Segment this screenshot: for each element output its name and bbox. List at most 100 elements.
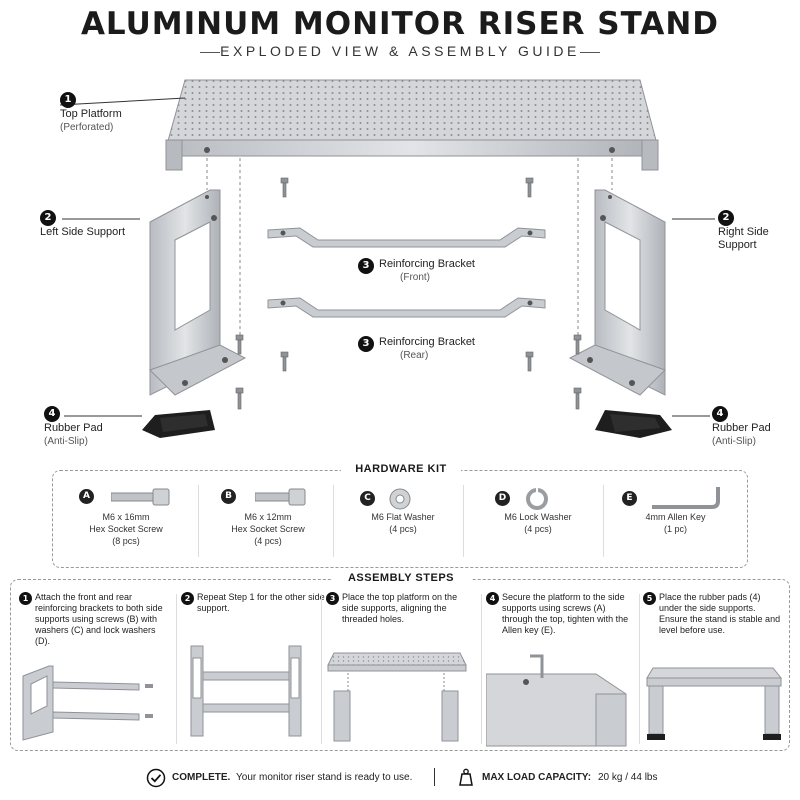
kit-divider: [463, 485, 464, 557]
callout-number: 1: [60, 92, 76, 108]
step-number: 2: [181, 592, 194, 605]
callout-number: 2: [718, 210, 734, 226]
kit-item-qty: (1 pc): [663, 524, 687, 534]
callout-sub: (Front): [400, 272, 430, 283]
step-text: Attach the front and rear reinforcing br…: [35, 592, 163, 646]
complete-label: COMPLETE.: [172, 772, 231, 783]
kit-item-name: M6 x 12mm: [244, 512, 292, 522]
step-5: 5 Place the rubber pads (4) under the si…: [643, 592, 785, 748]
weight-icon: [459, 768, 473, 786]
screw-icons: [235, 177, 582, 410]
callout-number: 3: [358, 336, 374, 352]
page-subtitle: EXPLODED VIEW & ASSEMBLY GUIDE: [220, 43, 580, 59]
callout-bracket-rear: 3 Reinforcing Bracket (Rear): [358, 336, 478, 362]
kit-letter: C: [360, 491, 375, 506]
step-divider: [176, 594, 177, 744]
callout-sub: (Rear): [400, 350, 429, 361]
kit-item-name: M6 Flat Washer: [371, 512, 435, 522]
divider-line: [580, 52, 600, 53]
kit-divider: [333, 485, 334, 557]
rubber-pad-left: [142, 410, 215, 438]
kit-letter: D: [495, 491, 510, 506]
kit-item-name2: Hex Socket Screw: [89, 524, 163, 534]
reinforcing-bracket-front: [267, 227, 546, 248]
rubber-pad-right: [595, 410, 672, 438]
kit-item-name2: Hex Socket Screw: [231, 524, 305, 534]
callout-rubber-pad-left: 4 Rubber Pad (Anti-Slip): [44, 406, 144, 448]
complete-text: Your monitor riser stand is ready to use…: [236, 772, 413, 783]
load-value: 20 kg / 44 lbs: [598, 772, 658, 783]
flat-washer-icon: [389, 488, 411, 510]
callout-sub: (Perforated): [60, 122, 114, 133]
step-1-illustration: [22, 665, 153, 741]
kit-item-d: D M6 Lock Washer (4 pcs): [473, 483, 603, 563]
step-1: 1 Attach the front and rear reinforcing …: [19, 592, 169, 748]
step-3: 3 Place the top platform on the side sup…: [326, 592, 476, 748]
kit-item-qty: (4 pcs): [389, 524, 417, 534]
kit-divider: [603, 485, 604, 557]
right-side-support: [568, 189, 666, 396]
callout-label: Reinforcing Bracket: [379, 336, 475, 348]
divider-line: [200, 52, 220, 53]
step-5-illustration: [646, 667, 783, 740]
kit-item-a: A M6 x 16mm Hex Socket Screw (8 pcs): [61, 483, 191, 563]
kit-item-qty: (8 pcs): [112, 536, 140, 546]
step-number: 1: [19, 592, 32, 605]
step-number: 5: [643, 592, 656, 605]
step-4-illustration: [486, 654, 627, 747]
callout-label: Reinforcing Bracket: [379, 258, 475, 270]
callout-rubber-pad-right: 4 Rubber Pad (Anti-Slip): [712, 406, 792, 448]
callout-top-platform: 1 Top Platform (Perforated): [60, 92, 180, 134]
step-3-illustration: [327, 652, 467, 742]
lock-washer-icon: [526, 488, 548, 510]
callout-label: Top Platform: [60, 108, 122, 120]
allen-key-icon: [652, 487, 720, 509]
assembly-steps: ASSEMBLY STEPS 1 Attach the front and re…: [10, 572, 790, 751]
step-text: Place the rubber pads (4) under the side…: [659, 592, 781, 635]
exploded-view-diagram: [59, 79, 715, 438]
callout-number: 2: [40, 210, 56, 226]
step-2-illustration: [190, 645, 302, 737]
kit-item-name: M6 x 16mm: [102, 512, 150, 522]
callout-label: Rubber Pad: [44, 422, 103, 434]
hardware-kit: HARDWARE KIT A M6 x 16mm Hex Socket Scre…: [52, 463, 748, 568]
left-side-support: [149, 189, 247, 396]
footer-divider: [434, 768, 435, 786]
callout-bracket-front: 3 Reinforcing Bracket (Front): [358, 258, 478, 284]
kit-letter: E: [622, 491, 637, 506]
kit-item-qty: (4 pcs): [524, 524, 552, 534]
hardware-kit-title: HARDWARE KIT: [341, 463, 461, 475]
kit-divider: [198, 485, 199, 557]
step-text: Place the top platform on the side suppo…: [342, 592, 458, 624]
step-text: Repeat Step 1 for the other side support…: [197, 592, 325, 613]
page-title: ALUMINUM MONITOR RISER STAND: [80, 6, 720, 42]
hex-screw-16mm-icon: [111, 488, 170, 506]
kit-letter: B: [221, 489, 236, 504]
assembly-steps-title: ASSEMBLY STEPS: [331, 572, 471, 584]
load-label: MAX LOAD CAPACITY:: [482, 772, 592, 783]
kit-item-name: M6 Lock Washer: [504, 512, 572, 522]
check-circle-icon: [146, 768, 166, 788]
subtitle-row: EXPLODED VIEW & ASSEMBLY GUIDE: [200, 43, 600, 61]
callout-sub: (Anti-Slip): [712, 436, 756, 447]
callout-number: 4: [712, 406, 728, 422]
kit-item-b: B M6 x 12mm Hex Socket Screw (4 pcs): [203, 483, 333, 563]
callout-number: 3: [358, 258, 374, 274]
step-divider: [321, 594, 322, 744]
step-text: Secure the platform to the side supports…: [502, 592, 629, 635]
callout-right-side-support: 2 Right Side Support: [718, 210, 798, 252]
callout-label: Right Side Support: [718, 226, 769, 251]
kit-letter: A: [79, 489, 94, 504]
step-number: 3: [326, 592, 339, 605]
step-divider: [639, 594, 640, 744]
callout-left-side-support: 2 Left Side Support: [40, 210, 160, 239]
callout-label: Rubber Pad: [712, 422, 771, 434]
footer-bar: COMPLETE. Your monitor riser stand is re…: [0, 764, 800, 794]
kit-item-e: E 4mm Allen Key (1 pc): [608, 483, 743, 563]
callout-number: 4: [44, 406, 60, 422]
hex-screw-12mm-icon: [255, 488, 306, 506]
callout-sub: (Anti-Slip): [44, 436, 88, 447]
step-4: 4 Secure the platform to the side suppor…: [486, 592, 636, 748]
kit-item-qty: (4 pcs): [254, 536, 282, 546]
callout-label: Left Side Support: [40, 226, 126, 238]
